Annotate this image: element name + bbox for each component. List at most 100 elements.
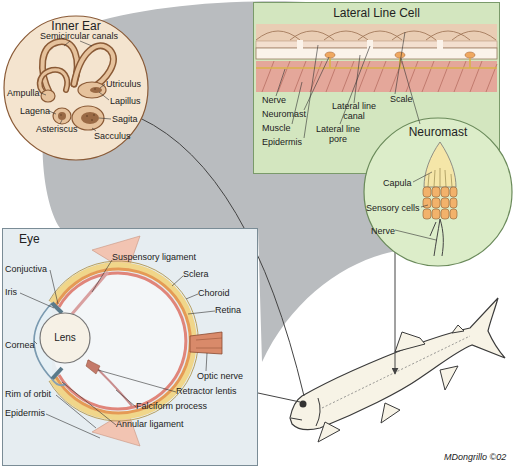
leader-line bbox=[413, 172, 432, 182]
fish-illustration bbox=[290, 298, 505, 430]
eye-illustration bbox=[56, 269, 190, 413]
part-label: Lateral line pore bbox=[310, 124, 366, 144]
inner-ear-illustration bbox=[53, 108, 71, 124]
leader-line bbox=[92, 128, 96, 131]
part-label: Sclera bbox=[183, 269, 209, 279]
inset-title: Lateral Line Cell bbox=[254, 6, 499, 20]
eye-illustration bbox=[49, 261, 198, 421]
leader-line bbox=[340, 46, 370, 124]
inner-ear-illustration bbox=[58, 112, 66, 120]
part-label: Epidermis bbox=[262, 137, 302, 147]
part-label: Muscle bbox=[262, 123, 291, 133]
leader-line bbox=[395, 230, 436, 240]
leader-line bbox=[98, 370, 176, 392]
eye-illustration bbox=[52, 303, 62, 379]
neuromast-illustration bbox=[430, 219, 443, 256]
part-label: Falciform process bbox=[136, 401, 207, 411]
leader-line bbox=[206, 353, 207, 371]
inner-ear-illustration bbox=[91, 119, 93, 121]
inner-ear-illustration bbox=[40, 42, 114, 130]
inner-ear-illustration bbox=[41, 90, 55, 102]
part-label: Lapillus bbox=[110, 96, 141, 106]
part-label: Neuromast bbox=[262, 109, 306, 119]
part-label: Conjuctiva bbox=[5, 264, 47, 274]
leader-line bbox=[292, 82, 302, 124]
part-label: Sacculus bbox=[94, 131, 131, 141]
inner-ear-illustration bbox=[42, 42, 77, 94]
inner-ear-illustration bbox=[90, 87, 102, 93]
lateral-line-illustration bbox=[256, 41, 497, 48]
leader-line bbox=[99, 118, 111, 119]
neuromast-illustration bbox=[428, 168, 452, 187]
neuromast-illustration bbox=[423, 142, 457, 256]
circle-outline bbox=[4, 16, 148, 160]
lateral-line-illustration bbox=[437, 40, 443, 49]
part-label: Utriculus bbox=[106, 79, 141, 89]
eye-illustration bbox=[34, 303, 52, 379]
leader-line bbox=[56, 395, 96, 428]
inset-circle: Inner Ear bbox=[3, 15, 149, 161]
leader-line bbox=[186, 294, 198, 299]
leader-line bbox=[304, 45, 318, 138]
fish-illustration bbox=[290, 298, 505, 442]
neuromast-illustration bbox=[432, 209, 440, 219]
circle-outline bbox=[40, 313, 90, 363]
lateral-line-illustration bbox=[262, 61, 497, 92]
leader-line bbox=[41, 93, 46, 95]
inner-ear-illustration bbox=[40, 70, 67, 96]
fish-illustration bbox=[452, 325, 464, 333]
eye-illustration bbox=[52, 265, 194, 417]
inset-title: Inner Ear bbox=[3, 19, 149, 33]
pointer-line bbox=[258, 393, 300, 402]
leader-line bbox=[99, 92, 109, 100]
signature: MDongrillo ©02 bbox=[444, 452, 506, 462]
inner-ear-illustration bbox=[93, 114, 95, 116]
circle-outline bbox=[3, 15, 149, 161]
eye-illustration bbox=[88, 360, 132, 406]
eye-illustration bbox=[72, 272, 108, 314]
fish-illustration bbox=[291, 418, 302, 420]
leader-line bbox=[395, 172, 436, 240]
lateral-line-illustration bbox=[256, 24, 497, 92]
lens-circle: Lens bbox=[39, 312, 91, 364]
leader-line bbox=[172, 276, 183, 286]
leader-line bbox=[41, 41, 111, 131]
part-label: Semicircular canals bbox=[40, 31, 118, 41]
eye-illustration bbox=[196, 338, 222, 348]
neuromast-illustration bbox=[450, 198, 457, 208]
fish-illustration bbox=[440, 366, 458, 390]
leader-line bbox=[62, 382, 116, 425]
part-label: Retractor lentis bbox=[176, 386, 237, 396]
lateral-line-illustration bbox=[367, 40, 373, 49]
leader-line bbox=[401, 58, 420, 124]
circle-outline bbox=[364, 118, 512, 266]
lateral-line-illustration bbox=[325, 52, 335, 58]
fish-illustration bbox=[316, 398, 320, 426]
fish-illustration bbox=[318, 422, 340, 442]
leader-line bbox=[304, 57, 329, 110]
inset-circle: Neuromast bbox=[363, 117, 513, 267]
part-label: Retina bbox=[215, 305, 241, 315]
part-label: Lateral line canal bbox=[326, 101, 382, 121]
fish-illustration bbox=[322, 336, 470, 408]
leader-line bbox=[276, 69, 285, 96]
lateral-line-illustration bbox=[256, 61, 497, 92]
leader-line bbox=[395, 32, 405, 94]
circle-outline bbox=[363, 117, 513, 267]
part-label: Cornea bbox=[5, 340, 35, 350]
eye-illustration bbox=[51, 274, 185, 408]
inner-ear-illustration bbox=[60, 88, 95, 120]
eye-illustration bbox=[92, 412, 140, 446]
neuromast-illustration bbox=[424, 142, 456, 187]
leader-line bbox=[34, 341, 37, 344]
fish-illustration bbox=[395, 332, 425, 352]
inset-box: EyeLens bbox=[2, 228, 258, 466]
neuromast-illustration bbox=[423, 209, 431, 219]
eye-illustration bbox=[59, 273, 186, 409]
leader-line bbox=[60, 120, 62, 124]
neuromast-illustration bbox=[432, 187, 440, 197]
lateral-line-illustration bbox=[297, 40, 303, 49]
leader-line bbox=[421, 205, 428, 207]
inner-ear-illustration bbox=[81, 112, 99, 124]
fish-illustration bbox=[300, 401, 307, 408]
